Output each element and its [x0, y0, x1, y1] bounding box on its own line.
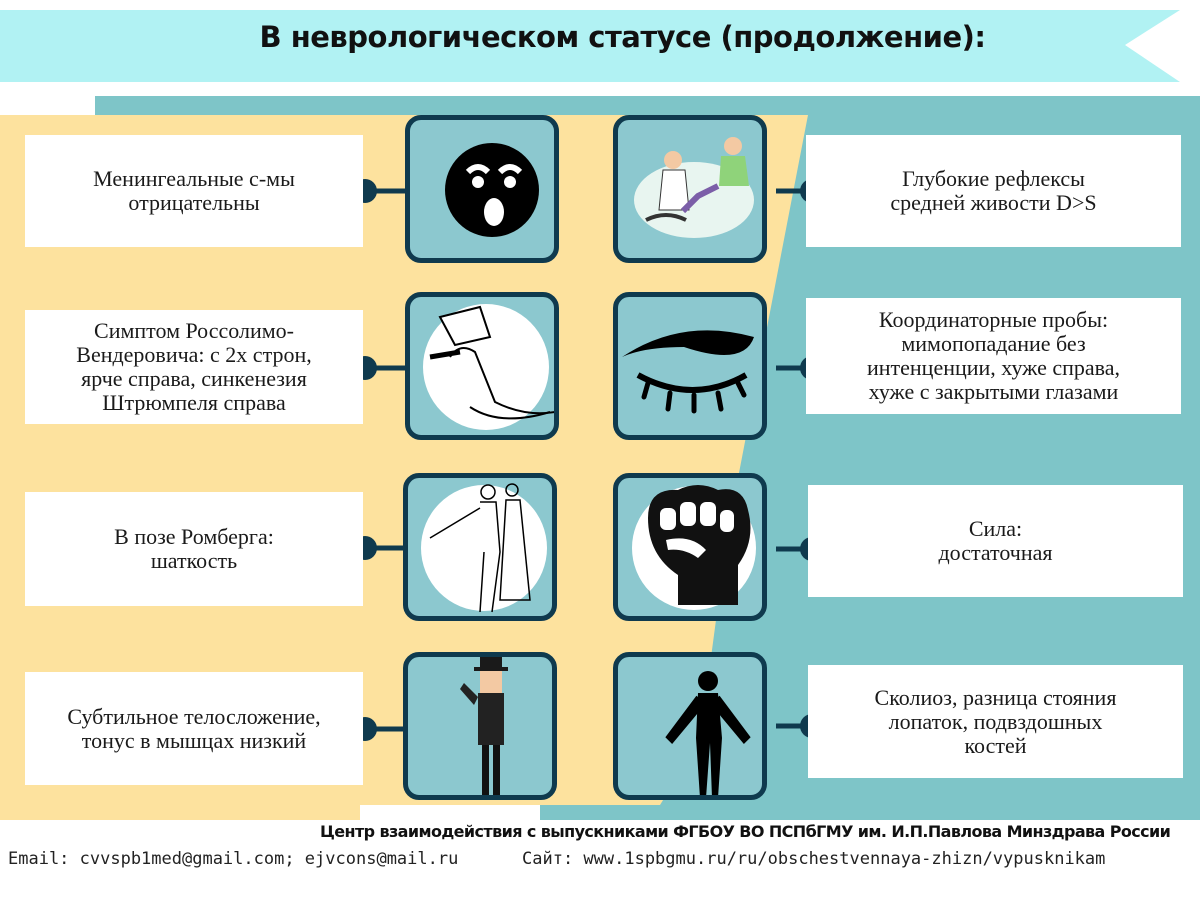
tile-closed-eye: [613, 292, 767, 440]
closed-eye-icon: [622, 330, 754, 414]
footer-email: Email: cvvspb1med@gmail.com; ejvcons@mai…: [8, 849, 459, 869]
title-banner: [0, 10, 1180, 82]
romberg-pose-icon: [421, 483, 547, 613]
tile-surprised-face: [405, 115, 559, 263]
tile-human-silhouette: [613, 652, 767, 800]
tile-fist: [613, 473, 767, 621]
tile-foot-reflex: [405, 292, 559, 440]
fist-icon: [632, 485, 756, 610]
yellow-panel: [0, 115, 808, 820]
tile-thin-man: [403, 652, 557, 800]
human-silhouette-icon: [665, 671, 751, 795]
left-item-3: В позе Ромберга: шаткость: [25, 492, 363, 606]
surprised-face-icon: [445, 143, 539, 237]
right-item-4: Сколиоз, разница стояния лопаток, подвзд…: [808, 665, 1183, 778]
foot-reflex-icon: [423, 304, 554, 430]
left-item-2: Симптом Россолимо- Вендеровича: с 2х стр…: [25, 310, 363, 424]
thin-man-icon: [460, 657, 508, 795]
left-item-4: Субтильное телосложение, тонус в мышцах …: [25, 672, 363, 785]
left-item-1: Менингеальные с-мы отрицательны: [25, 135, 363, 247]
page-title: В неврологическом статусе (продолжение):: [259, 20, 986, 54]
footer-organization: Центр взаимодействия с выпускниками ФГБО…: [320, 822, 1171, 841]
right-item-1: Глубокие рефлексы средней живости D>S: [806, 135, 1181, 247]
tile-doctor-patient: [613, 115, 767, 263]
right-item-2: Координаторные пробы: мимопопадание без …: [806, 298, 1181, 414]
doctor-patient-icon: [634, 137, 754, 238]
footer-site: Сайт: www.1spbgmu.ru/ru/obschestvennaya-…: [522, 849, 1106, 869]
tile-romberg: [403, 473, 557, 621]
right-item-3: Сила: достаточная: [808, 485, 1183, 597]
